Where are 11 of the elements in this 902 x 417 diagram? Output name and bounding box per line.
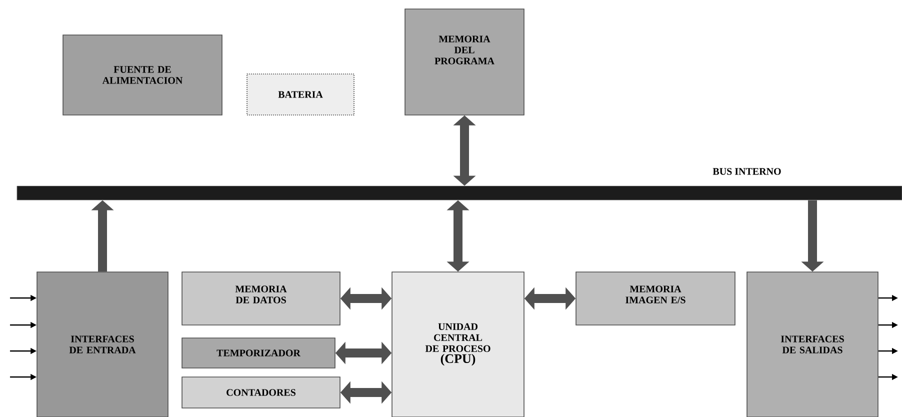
memory-box: MEMORIA DEL PROGRAMA xyxy=(404,8,524,116)
cpu-box: UNIDAD CENTRAL DE PROCESO (CPU) xyxy=(392,272,524,417)
memory-box: MEMORIA IMAGEN E/S xyxy=(576,272,736,326)
interface-box: INTERFACES DE ENTRADA xyxy=(36,272,168,417)
timer-box: TEMPORIZADOR xyxy=(182,338,336,368)
bus-label: BUS INTERNO xyxy=(712,168,781,175)
battery-box: BATERIA xyxy=(246,74,354,116)
memory-box: MEMORIA DE DATOS xyxy=(182,272,340,326)
interface-box: INTERFACES DE SALIDAS xyxy=(746,272,878,417)
power-supply-box: FUENTE DE ALIMENTACION xyxy=(62,34,222,116)
counter-box: CONTADORES xyxy=(182,376,340,408)
